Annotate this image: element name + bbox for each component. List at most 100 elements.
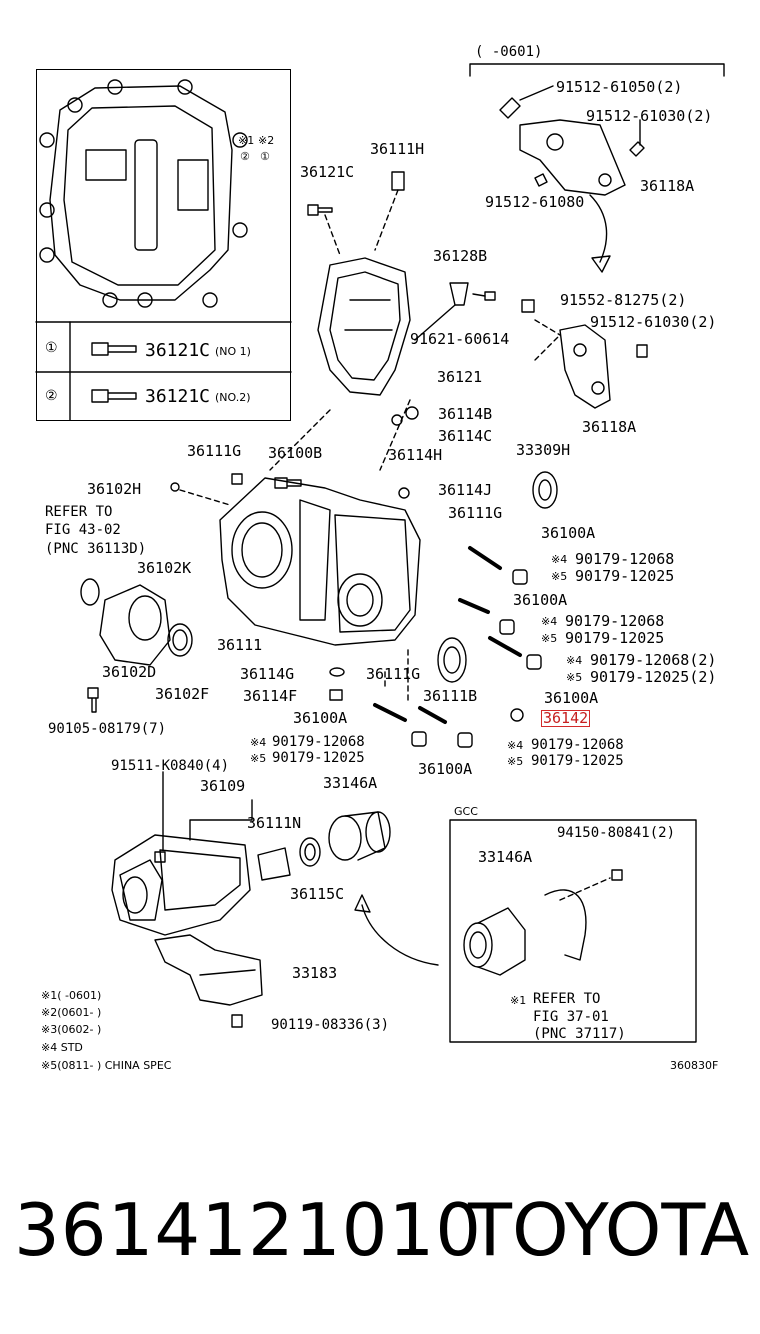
label-91621-60614: 91621-60614: [410, 330, 510, 348]
part-number: 3614121010: [14, 1188, 483, 1272]
figure-code: 360830F: [670, 1059, 719, 1072]
note-5-b: ※5: [541, 632, 558, 645]
label-91512-61050: 91512-61050(2): [556, 78, 683, 96]
inset-row1-note: (NO 1): [215, 345, 251, 358]
note-4-a: ※4: [551, 553, 568, 566]
brand-name: TOYOTA: [468, 1188, 750, 1272]
note-5-e: ※5: [507, 755, 524, 768]
label-36114g: 36114G: [240, 665, 295, 683]
label-36128b: 36128B: [433, 247, 488, 265]
label-36114j: 36114J: [438, 481, 493, 499]
label-33183: 33183: [292, 964, 338, 982]
diagram-linework: [35, 63, 725, 1043]
label-36100b: 36100B: [268, 444, 323, 462]
label-36118a-top: 36118A: [640, 177, 695, 195]
parts-diagram: ※1 ※2 ① ② ① 36121C (NO 1) ② 36121C (NO.2…: [35, 44, 725, 1072]
label-90179-12025-b: 90179-12025: [565, 629, 665, 647]
bracket-33183: [154, 934, 263, 1006]
note-4-b: ※4: [541, 615, 558, 628]
footnote-5: ※5(0811- ) CHINA SPEC: [41, 1059, 172, 1072]
label-36111g-a: 36111G: [187, 442, 242, 460]
label-90105-08179: 90105-08179(7): [48, 721, 167, 737]
inset-row1-part: 36121C: [145, 340, 211, 361]
label-91512-61030-b: 91512-61030(2): [590, 313, 717, 331]
label-90179-12025-c: 90179-12025(2): [590, 668, 717, 686]
label-90119-08336: 90119-08336(3): [271, 1017, 390, 1033]
label-36142-highlighted[interactable]: 36142: [541, 709, 591, 727]
label-36111n: 36111N: [247, 814, 302, 832]
label-33146a-b: 33146A: [478, 848, 533, 866]
note-1-refer: ※1: [510, 994, 527, 1007]
inset-note-1: ※1: [238, 134, 255, 147]
label-36111h: 36111H: [370, 140, 425, 158]
label-36100a-e: 36100A: [418, 760, 473, 778]
extension-36102d: [99, 584, 171, 666]
label-90179-12068-d: 90179-12068: [272, 734, 365, 750]
note-4-c: ※4: [566, 654, 583, 667]
inset-row2-part: 36121C: [145, 386, 211, 407]
label-refer-b-1: REFER TO: [533, 991, 601, 1007]
cover-36121: [317, 257, 411, 396]
label-90179-12068-c: 90179-12068(2): [590, 651, 717, 669]
label-36114h: 36114H: [388, 446, 443, 464]
label-90179-12068-a: 90179-12068: [575, 550, 675, 568]
inset-row1-circle: ①: [45, 340, 58, 356]
label-33309h: 33309H: [516, 441, 571, 459]
note-4-d: ※4: [250, 736, 267, 749]
label-refer-a-1: REFER TO: [45, 504, 113, 520]
footnote-4: ※4 STD: [41, 1041, 83, 1054]
footnote-1: ※1( -0601): [41, 989, 102, 1002]
label-36115c: 36115C: [290, 885, 345, 903]
bracket-36118a-top: [519, 119, 626, 196]
part-footer: 3614121010 TOYOTA: [0, 1180, 760, 1290]
label-91552-81275: 91552-81275(2): [560, 291, 687, 309]
label-refer-a-2: FIG 43-02: [45, 522, 121, 538]
label-90179-12025-a: 90179-12025: [575, 567, 675, 585]
note-5-d: ※5: [250, 752, 267, 765]
label-36109: 36109: [200, 777, 246, 795]
inset-row2-circle: ②: [45, 388, 58, 404]
footnote-2: ※2(0601- ): [41, 1006, 102, 1019]
label-36111b: 36111B: [423, 687, 478, 705]
label-94150-80841: 94150-80841(2): [557, 825, 676, 841]
note-4-e: ※4: [507, 739, 524, 752]
label-36111g-b: 36111G: [448, 504, 503, 522]
inset-row2-note: (NO.2): [215, 391, 251, 404]
label-36121c: 36121C: [300, 163, 355, 181]
label-36102f: 36102F: [155, 685, 210, 703]
note-5-a: ※5: [551, 570, 568, 583]
label-gcc: GCC: [454, 805, 478, 818]
label-refer-a-3: (PNC 36113D): [45, 541, 147, 557]
label-36100a-a: 36100A: [541, 524, 596, 542]
label-91512-61030-a: 91512-61030(2): [586, 107, 713, 125]
label-36102k: 36102K: [137, 559, 192, 577]
label-90179-12025-e: 90179-12025: [531, 753, 624, 769]
label-36114b: 36114B: [438, 405, 493, 423]
label-36111g-c: 36111G: [366, 665, 421, 683]
seal-33309h: [532, 471, 558, 509]
label-36100a-b: 36100A: [513, 591, 568, 609]
label-top-range: ( -0601): [475, 44, 543, 60]
label-91512-61080: 91512-61080: [485, 193, 585, 211]
label-91511-k0840: 91511-K0840(4): [111, 758, 230, 774]
adapter-36109: [111, 834, 251, 936]
inset-note-2: ※2: [258, 134, 275, 147]
inset-circle-2: ②: [240, 150, 250, 163]
note-5-c: ※5: [566, 671, 583, 684]
label-90179-12068-e: 90179-12068: [531, 737, 624, 753]
label-36114c: 36114C: [438, 427, 493, 445]
label-36118a-mid: 36118A: [582, 418, 637, 436]
inset-housing-outline: [49, 85, 233, 301]
label-36100a-d: 36100A: [293, 709, 348, 727]
inset-box: [36, 69, 291, 421]
inset-circle-1: ①: [260, 150, 270, 163]
label-33146a-a: 33146A: [323, 774, 378, 792]
label-36121: 36121: [437, 368, 483, 386]
label-36114f: 36114F: [243, 687, 298, 705]
footnote-3: ※3(0602- ): [41, 1023, 102, 1036]
bracket-36118a-mid: [559, 324, 611, 409]
label-90179-12025-d: 90179-12025: [272, 750, 365, 766]
label-36100a-c: 36100A: [544, 689, 599, 707]
label-refer-b-2: FIG 37-01: [533, 1009, 609, 1025]
label-refer-b-3: (PNC 37117): [533, 1026, 626, 1042]
